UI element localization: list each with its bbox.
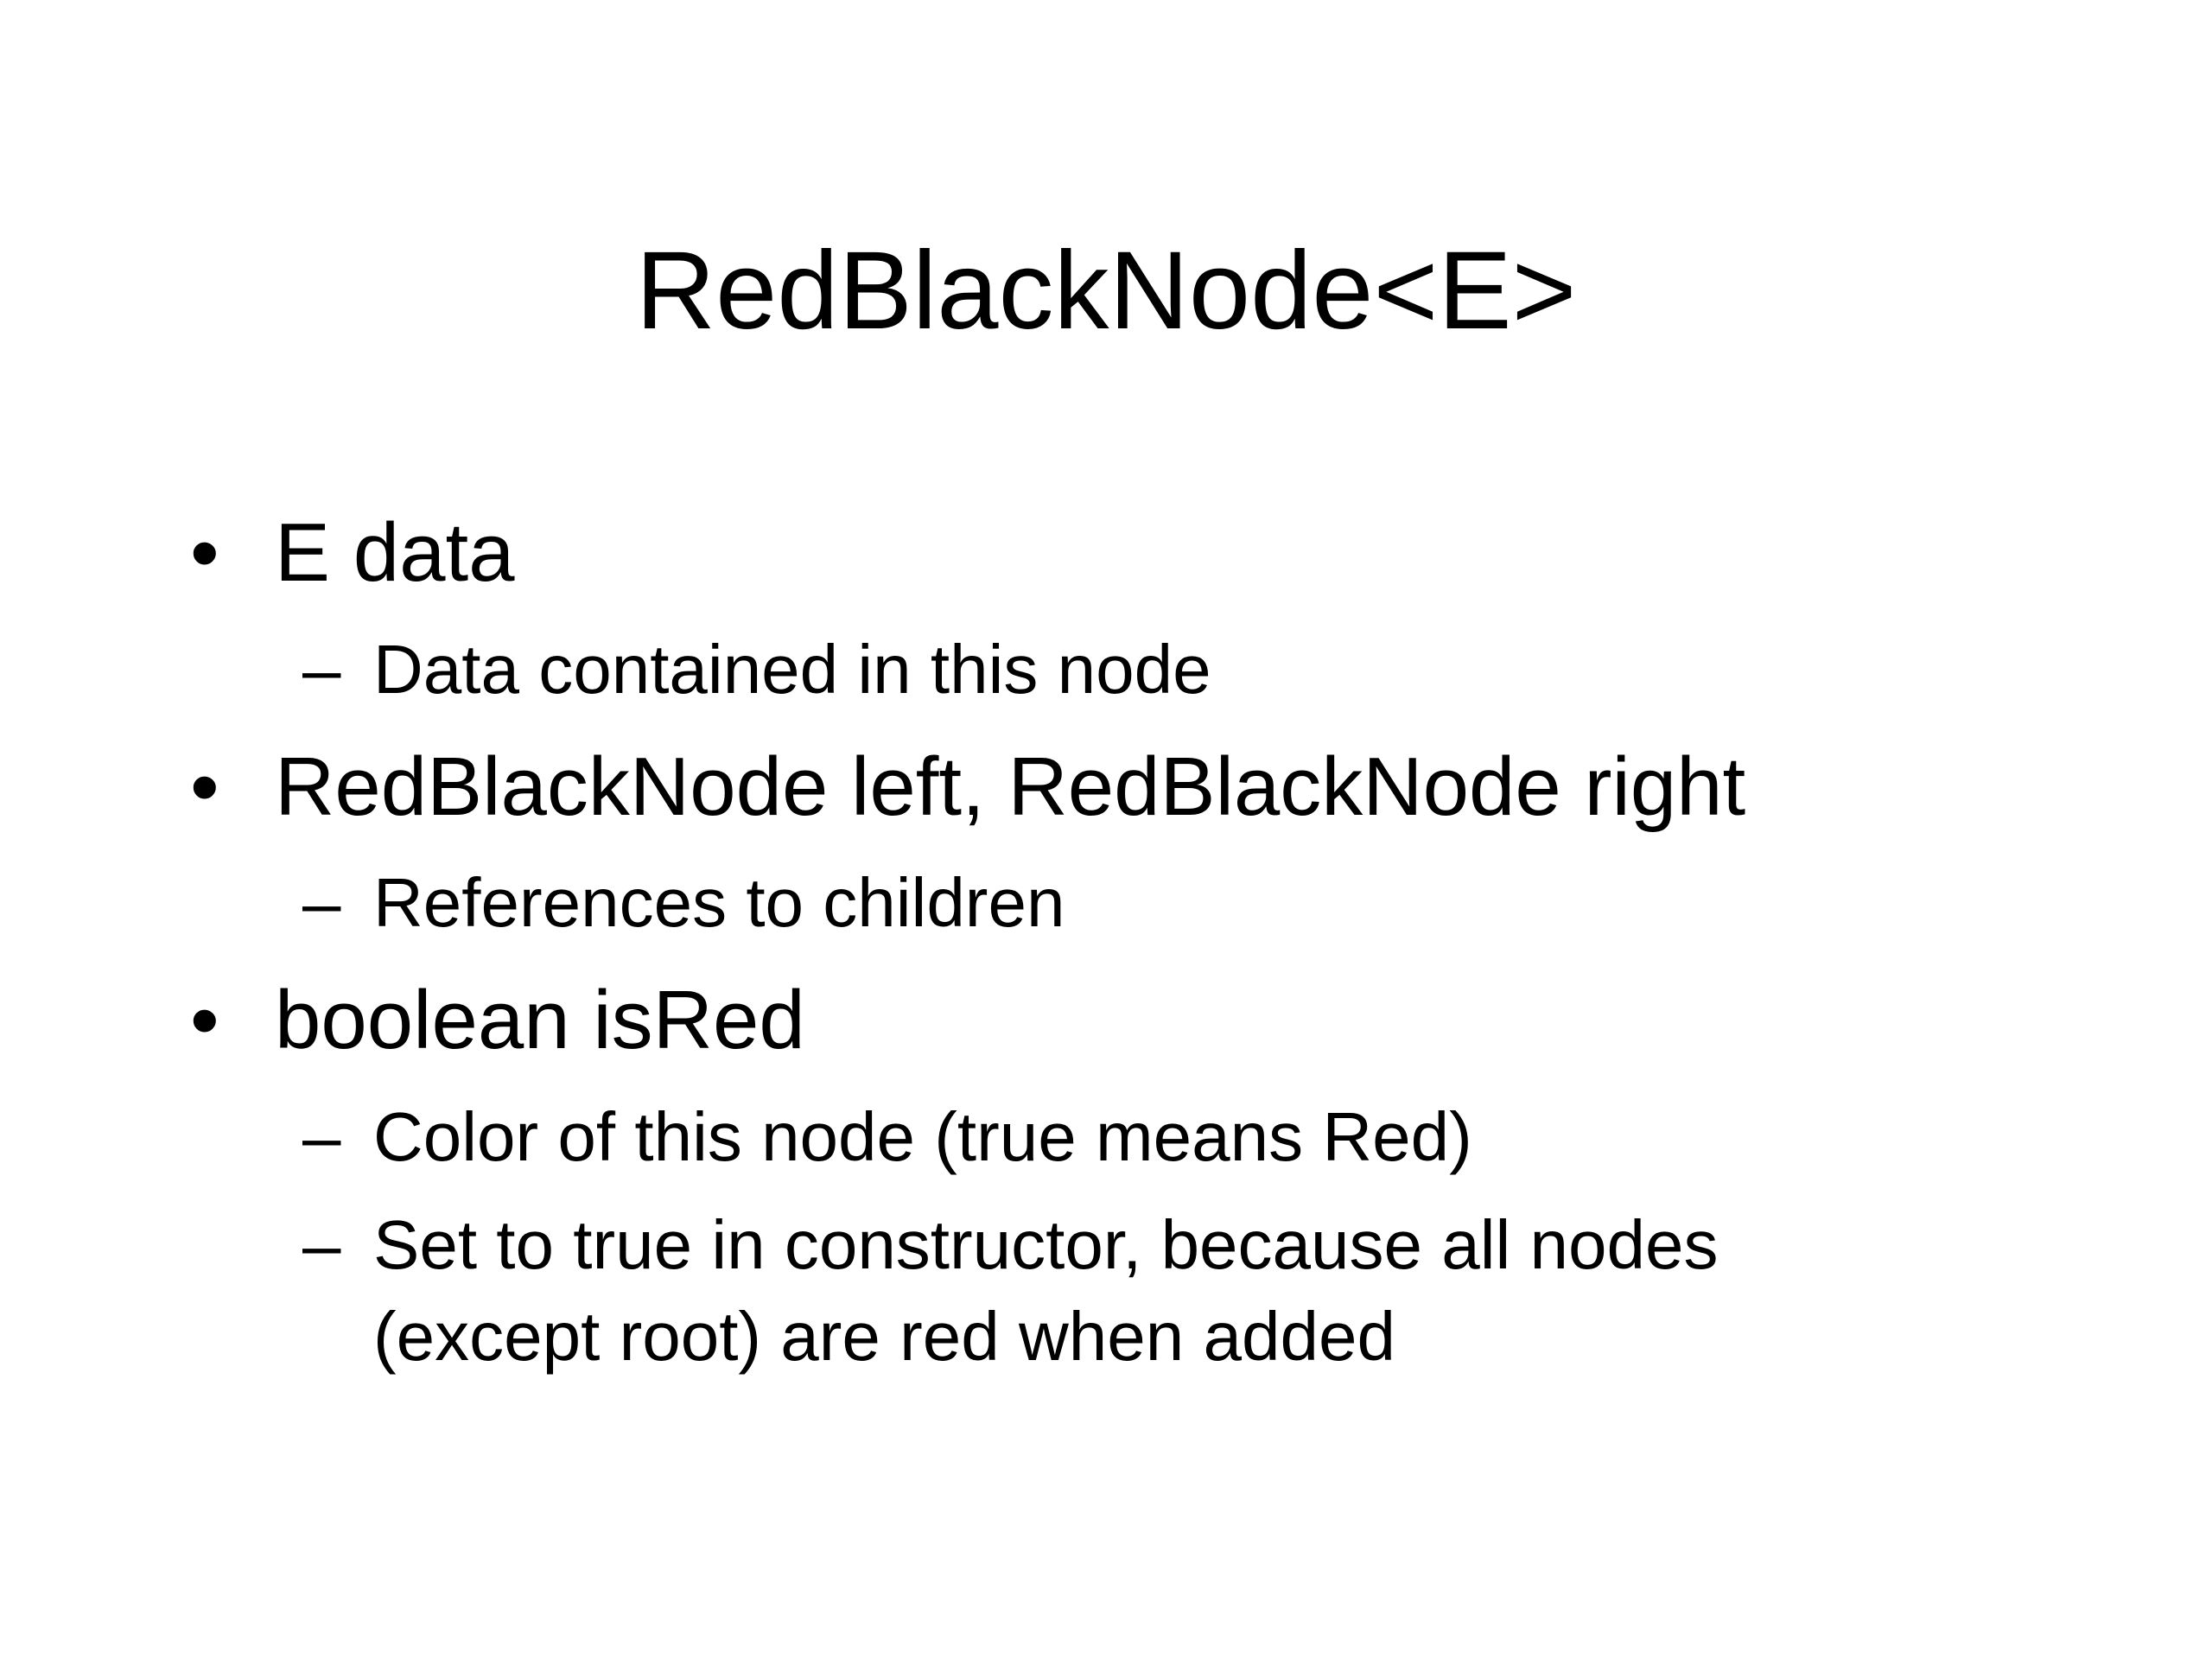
- sub-bullet-text: (except root) are red when added: [373, 1298, 1395, 1375]
- dash-marker: –: [302, 631, 341, 708]
- bullet-text: E data: [275, 506, 515, 599]
- bullet-marker: •: [190, 506, 219, 599]
- sub-bullet-text: References to children: [373, 864, 1065, 941]
- bullet-text: boolean isRed: [275, 974, 805, 1066]
- sub-bullet-text: Data contained in this node: [373, 631, 1211, 708]
- dash-marker: –: [302, 1098, 341, 1175]
- bullet-text: RedBlackNode left, RedBlackNode right: [275, 741, 1746, 833]
- dash-marker: –: [302, 1206, 341, 1283]
- slide-title: RedBlackNode<E>: [635, 229, 1577, 353]
- bullet-marker: •: [190, 741, 219, 833]
- sub-bullet-text: Set to true in constructor, because all …: [373, 1206, 1719, 1283]
- dash-marker: –: [302, 864, 341, 941]
- bullet-marker: •: [190, 974, 219, 1066]
- sub-bullet-text: Color of this node (true means Red): [373, 1098, 1472, 1175]
